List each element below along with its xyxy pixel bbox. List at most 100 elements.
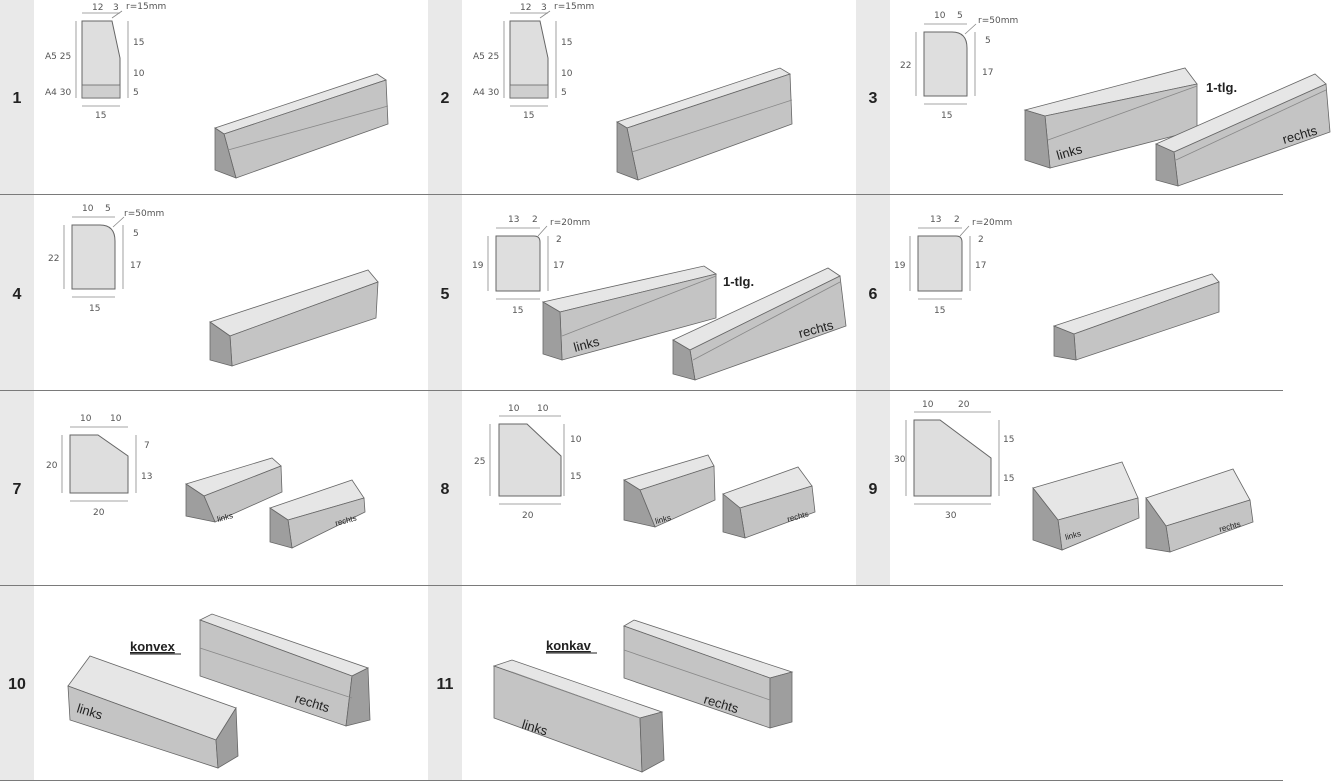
dim-text: r=20mm (550, 218, 590, 228)
dim-text: 17 (553, 261, 564, 271)
dim-text: 12 (520, 3, 531, 13)
label-1-tlg: 1-tlg. (723, 274, 754, 289)
row-divider (0, 194, 1283, 195)
label-links: links (75, 701, 105, 723)
dim-text: 30 (894, 455, 906, 465)
dim-text: 5 (105, 204, 111, 214)
profile-drawing: 10 5 r=50mm 5 17 22 15 (900, 11, 1018, 121)
item-number: 7 (12, 481, 22, 498)
curb-3d (1052, 273, 1220, 361)
curb-3d-left: links (623, 454, 716, 528)
dim-text: 2 (556, 235, 562, 245)
dim-text: 15 (1003, 435, 1014, 445)
dim-text: 2 (978, 235, 984, 245)
heading-konvex: konvex (130, 639, 176, 654)
item-number: 2 (440, 90, 450, 107)
curb-3d-left: links (1032, 461, 1140, 551)
item-number: 1 (12, 90, 22, 107)
curb-3d (214, 73, 389, 179)
profile-drawing: 10 10 7 13 20 20 (46, 414, 152, 518)
cell-7: 10 10 7 13 20 20 links rechts (46, 414, 366, 549)
label-links: links (520, 717, 550, 739)
dim-text: 17 (975, 261, 986, 271)
item-number: 6 (868, 286, 878, 303)
curb-3d-left: links (67, 655, 239, 769)
dim-text: 17 (130, 261, 141, 271)
dim-text: 10 (133, 69, 145, 79)
profile-drawing: 10 20 15 15 30 30 (894, 400, 1014, 521)
dim-text: 7 (144, 441, 150, 451)
cell-8: 10 10 10 15 25 20 links rechts (474, 404, 816, 539)
dim-text: 13 (930, 215, 941, 225)
label-links: links (1064, 529, 1082, 542)
dim-text: 5 (561, 88, 567, 98)
dim-text: r=15mm (554, 2, 594, 12)
dim-text: 2 (954, 215, 960, 225)
dim-text: 10 (570, 435, 582, 445)
dim-text: A4 30 (45, 88, 71, 98)
number-column-3 (856, 0, 890, 586)
cell-1: 12 3 r=15mm 15 10 5 A5 25 A4 30 15 (45, 2, 389, 179)
curb-3d-left: links (541, 265, 717, 361)
dim-text: 5 (985, 36, 991, 46)
label-links: links (216, 511, 234, 524)
row-divider (0, 390, 1283, 391)
dim-text: 5 (133, 88, 139, 98)
dim-text: 15 (561, 38, 572, 48)
dim-text: 22 (900, 61, 911, 71)
label-links: links (1055, 141, 1085, 163)
label-links: links (572, 334, 601, 355)
cell-2: 12 3 r=15mm 15 10 5 A5 25 A4 30 15 (473, 2, 793, 181)
curb-3d-left: links (185, 457, 283, 524)
cell-3: 10 5 r=50mm 5 17 22 15 links 1-tlg. rech… (900, 11, 1331, 187)
dim-text: 20 (93, 508, 105, 518)
dim-text: 10 (922, 400, 934, 410)
cell-4: 10 5 r=50mm 5 17 22 15 (48, 204, 379, 367)
dim-text: 10 (508, 404, 520, 414)
profile-drawing: 13 2 r=20mm 2 17 19 15 (894, 215, 1012, 316)
profile-drawing: 10 10 10 15 25 20 (474, 404, 582, 521)
curb-3d-left: links (1023, 67, 1198, 169)
dim-text: 12 (92, 3, 103, 13)
dim-text: 15 (570, 472, 581, 482)
dim-text: 13 (141, 472, 152, 482)
curb-3d-right: rechts (198, 613, 371, 727)
dim-text: 19 (894, 261, 906, 271)
cell-5: 13 2 r=20mm 2 17 19 15 links 1-tlg. rech… (472, 215, 847, 381)
cell-10: konvex links rechts (67, 613, 371, 769)
dim-text: 22 (48, 254, 59, 264)
dim-text: 5 (957, 11, 963, 21)
dim-text: 10 (82, 204, 94, 214)
dim-text: 19 (472, 261, 484, 271)
curb-3d-left: links (492, 659, 665, 773)
item-number: 10 (8, 676, 26, 693)
dim-text: 15 (89, 304, 100, 314)
heading-konkav: konkav (546, 638, 592, 653)
dim-text: A5 25 (473, 52, 499, 62)
dim-text: 15 (934, 306, 945, 316)
dim-text: 10 (561, 69, 573, 79)
dim-text: 15 (133, 38, 144, 48)
dim-text: 13 (508, 215, 519, 225)
curb-3d (616, 67, 793, 181)
cell-6: 13 2 r=20mm 2 17 19 15 (894, 215, 1220, 361)
dim-text: 10 (110, 414, 122, 424)
dim-text: 20 (522, 511, 534, 521)
curb-3d-right: rechts (722, 466, 816, 539)
row-divider (0, 585, 1283, 586)
profile-drawing: 10 5 r=50mm 5 17 22 15 (48, 204, 164, 314)
profile-drawing: 12 3 r=15mm 15 10 5 A5 25 A4 30 15 (473, 2, 594, 121)
dim-text: r=50mm (978, 16, 1018, 26)
dim-text: r=20mm (972, 218, 1012, 228)
curb-3d-right: rechts (672, 267, 847, 381)
item-number: 3 (868, 90, 878, 107)
item-number: 4 (12, 286, 22, 303)
dim-text: 15 (523, 111, 534, 121)
item-number: 8 (440, 481, 450, 498)
cell-9: 10 20 15 15 30 30 links rechts (894, 400, 1254, 553)
dim-text: 10 (537, 404, 549, 414)
dim-text: 3 (541, 3, 547, 13)
label-1-tlg: 1-tlg. (1206, 80, 1237, 95)
dim-text: 17 (982, 68, 993, 78)
